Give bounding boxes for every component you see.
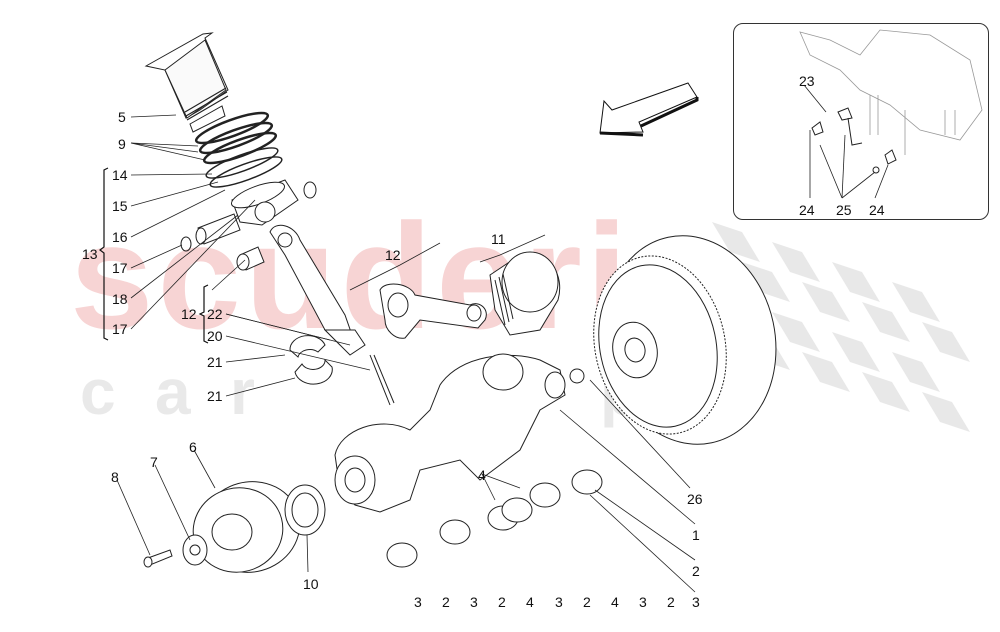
connecting-rod-left-part: [269, 224, 395, 406]
part-label-7[interactable]: 7: [150, 454, 158, 470]
part-label-9[interactable]: 9: [118, 136, 126, 152]
piston-16-part: [231, 179, 299, 226]
part-label-2[interactable]: 2: [692, 563, 700, 579]
bushing-part: [236, 246, 265, 271]
part-label-21[interactable]: 21: [207, 388, 223, 404]
part-label-14[interactable]: 14: [112, 167, 128, 183]
part-label-4[interactable]: 4: [526, 594, 534, 610]
bracket-12: [198, 284, 209, 344]
pilot-bushing-part: [569, 368, 585, 384]
part-label-3[interactable]: 3: [555, 594, 563, 610]
cylinder-liner-part: [144, 32, 229, 133]
part-label-13[interactable]: 13: [82, 246, 98, 262]
part-label-23[interactable]: 23: [799, 73, 815, 89]
piston-11-part: [489, 251, 561, 336]
part-label-11[interactable]: 11: [491, 231, 506, 247]
part-label-3[interactable]: 3: [692, 594, 700, 610]
flywheel-part: [593, 235, 777, 445]
part-label-17[interactable]: 17: [112, 321, 128, 337]
part-label-5[interactable]: 5: [118, 109, 126, 125]
part-label-2[interactable]: 2: [583, 594, 591, 610]
inset-engine-block: [799, 29, 983, 155]
rings-14-15-part: [205, 147, 283, 188]
leader-lines: [116, 84, 889, 593]
part-label-12[interactable]: 12: [181, 306, 197, 322]
part-label-6[interactable]: 6: [189, 439, 197, 455]
inset-detail-box: [733, 23, 989, 220]
oil-seal-part: [284, 484, 326, 536]
part-label-21[interactable]: 21: [207, 354, 223, 370]
part-label-4[interactable]: 4: [611, 594, 619, 610]
bracket-13: [99, 167, 109, 341]
part-label-2[interactable]: 2: [498, 594, 506, 610]
part-label-15[interactable]: 15: [112, 198, 128, 214]
part-label-3[interactable]: 3: [470, 594, 478, 610]
bearing-shell-21a-part: [289, 335, 326, 358]
part-label-25[interactable]: 25: [836, 202, 852, 218]
circlip-17b-part: [180, 236, 192, 252]
part-label-24[interactable]: 24: [799, 202, 815, 218]
part-label-12[interactable]: 12: [385, 247, 401, 263]
checker-flag-watermark: [712, 222, 970, 432]
inset-oil-jets: [811, 107, 897, 174]
part-label-2[interactable]: 2: [442, 594, 450, 610]
bolt-8-part: [143, 549, 173, 568]
part-label-1[interactable]: 1: [692, 527, 700, 543]
part-label-20[interactable]: 20: [207, 328, 223, 344]
main-bearing-shells-part: [386, 469, 603, 568]
piston-rings-part: [194, 111, 278, 165]
washer-plate-part: [182, 534, 208, 566]
part-label-24[interactable]: 24: [869, 202, 885, 218]
part-label-22[interactable]: 22: [207, 306, 223, 322]
part-label-26[interactable]: 26: [687, 491, 703, 507]
connecting-rod-12-part: [379, 283, 487, 339]
bearing-shell-21b-part: [294, 358, 333, 385]
crankshaft-pulley-part: [192, 481, 301, 573]
circlip-17a-part: [303, 181, 317, 199]
part-label-8[interactable]: 8: [111, 469, 119, 485]
part-label-3[interactable]: 3: [639, 594, 647, 610]
crankshaft-part: [334, 353, 566, 513]
part-label-10[interactable]: 10: [303, 576, 319, 592]
part-label-16[interactable]: 16: [112, 229, 128, 245]
part-label-4[interactable]: 4: [478, 467, 486, 483]
part-label-18[interactable]: 18: [112, 291, 128, 307]
part-label-3[interactable]: 3: [414, 594, 422, 610]
part-label-2[interactable]: 2: [667, 594, 675, 610]
part-label-17[interactable]: 17: [112, 260, 128, 276]
direction-arrow-icon: [599, 82, 699, 137]
